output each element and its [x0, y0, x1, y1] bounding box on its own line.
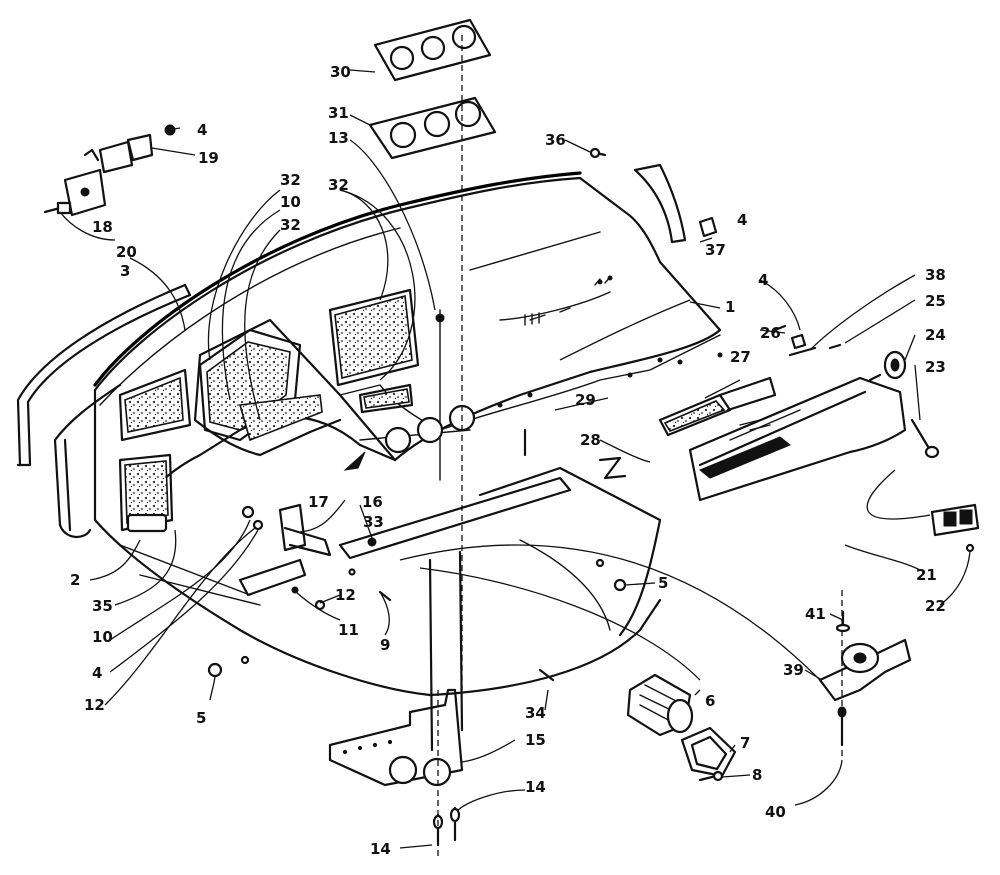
bracket-39: [818, 610, 912, 747]
callout-1: 1: [725, 298, 735, 316]
callout-5-right: 5: [658, 574, 668, 592]
callout-19: 19: [198, 149, 219, 167]
callout-13: 13: [328, 129, 349, 147]
callout-7: 7: [740, 734, 750, 752]
callout-36: 36: [545, 131, 566, 149]
callout-37: 37: [705, 241, 726, 259]
callout-32-c: 32: [328, 176, 349, 194]
console-brace: [238, 476, 572, 752]
callout-40: 40: [765, 803, 786, 821]
windshield-trim: [16, 283, 192, 538]
callout-14-right: 14: [525, 778, 546, 796]
hood-assembly: [93, 171, 723, 697]
callout-12-b: 12: [84, 696, 105, 714]
leader-lines: [59, 35, 971, 860]
callout-20: 20: [116, 243, 137, 261]
callout-23: 23: [925, 358, 946, 376]
callout-10-b: 10: [92, 628, 113, 646]
callout-35: 35: [92, 597, 113, 615]
callout-29: 29: [575, 391, 596, 409]
callout-14-left: 14: [370, 840, 391, 858]
callout-4-handle: 4: [737, 211, 747, 229]
callout-9: 9: [380, 636, 390, 654]
callout-2: 2: [70, 571, 80, 589]
callout-32-a: 32: [280, 171, 301, 189]
right-fasteners: [773, 324, 940, 459]
callout-33: 33: [363, 513, 384, 531]
callout-31: 31: [328, 104, 349, 122]
plate-21: [930, 503, 980, 553]
callout-6: 6: [705, 692, 715, 710]
callout-22: 22: [925, 597, 946, 615]
callout-17: 17: [308, 493, 329, 511]
callout-30: 30: [330, 63, 351, 81]
callout-41: 41: [805, 605, 826, 623]
bezel-plate-31: [368, 96, 497, 160]
callout-4-right: 4: [758, 271, 768, 289]
callout-5-left: 5: [196, 709, 206, 727]
callout-32-b: 32: [280, 216, 301, 234]
callout-26: 26: [760, 324, 781, 342]
callout-3: 3: [120, 262, 130, 280]
callout-18: 18: [92, 218, 113, 236]
callout-11: 11: [338, 621, 359, 639]
callout-10-a: 10: [280, 193, 301, 211]
callout-8: 8: [752, 766, 762, 784]
mounting-plate-15: [328, 688, 464, 787]
misc-fasteners: [207, 428, 627, 682]
callout-34: 34: [525, 704, 546, 722]
ignition-switch-6: [626, 673, 694, 737]
callout-28: 28: [580, 431, 601, 449]
callout-27: 27: [730, 348, 751, 366]
callout-15: 15: [525, 731, 546, 749]
callout-24: 24: [925, 326, 946, 344]
callout-25: 25: [925, 292, 946, 310]
callout-12-a: 12: [335, 586, 356, 604]
callout-4-left: 4: [92, 664, 102, 682]
grab-handle: [589, 147, 718, 244]
screw-8: [698, 770, 724, 782]
callout-16: 16: [362, 493, 383, 511]
bezel-plate-30: [373, 18, 492, 82]
callout-4-top: 4: [197, 121, 207, 139]
callout-labels: 30 31 13 36 4 19 18 20 3 32 10 32 32 37 …: [70, 63, 946, 858]
top-left-bracket: [43, 124, 176, 217]
callout-39: 39: [783, 661, 804, 679]
callout-21: 21: [916, 566, 937, 584]
gasket-7: [680, 726, 737, 778]
callout-38: 38: [925, 266, 946, 284]
right-side-rail: [658, 373, 907, 502]
